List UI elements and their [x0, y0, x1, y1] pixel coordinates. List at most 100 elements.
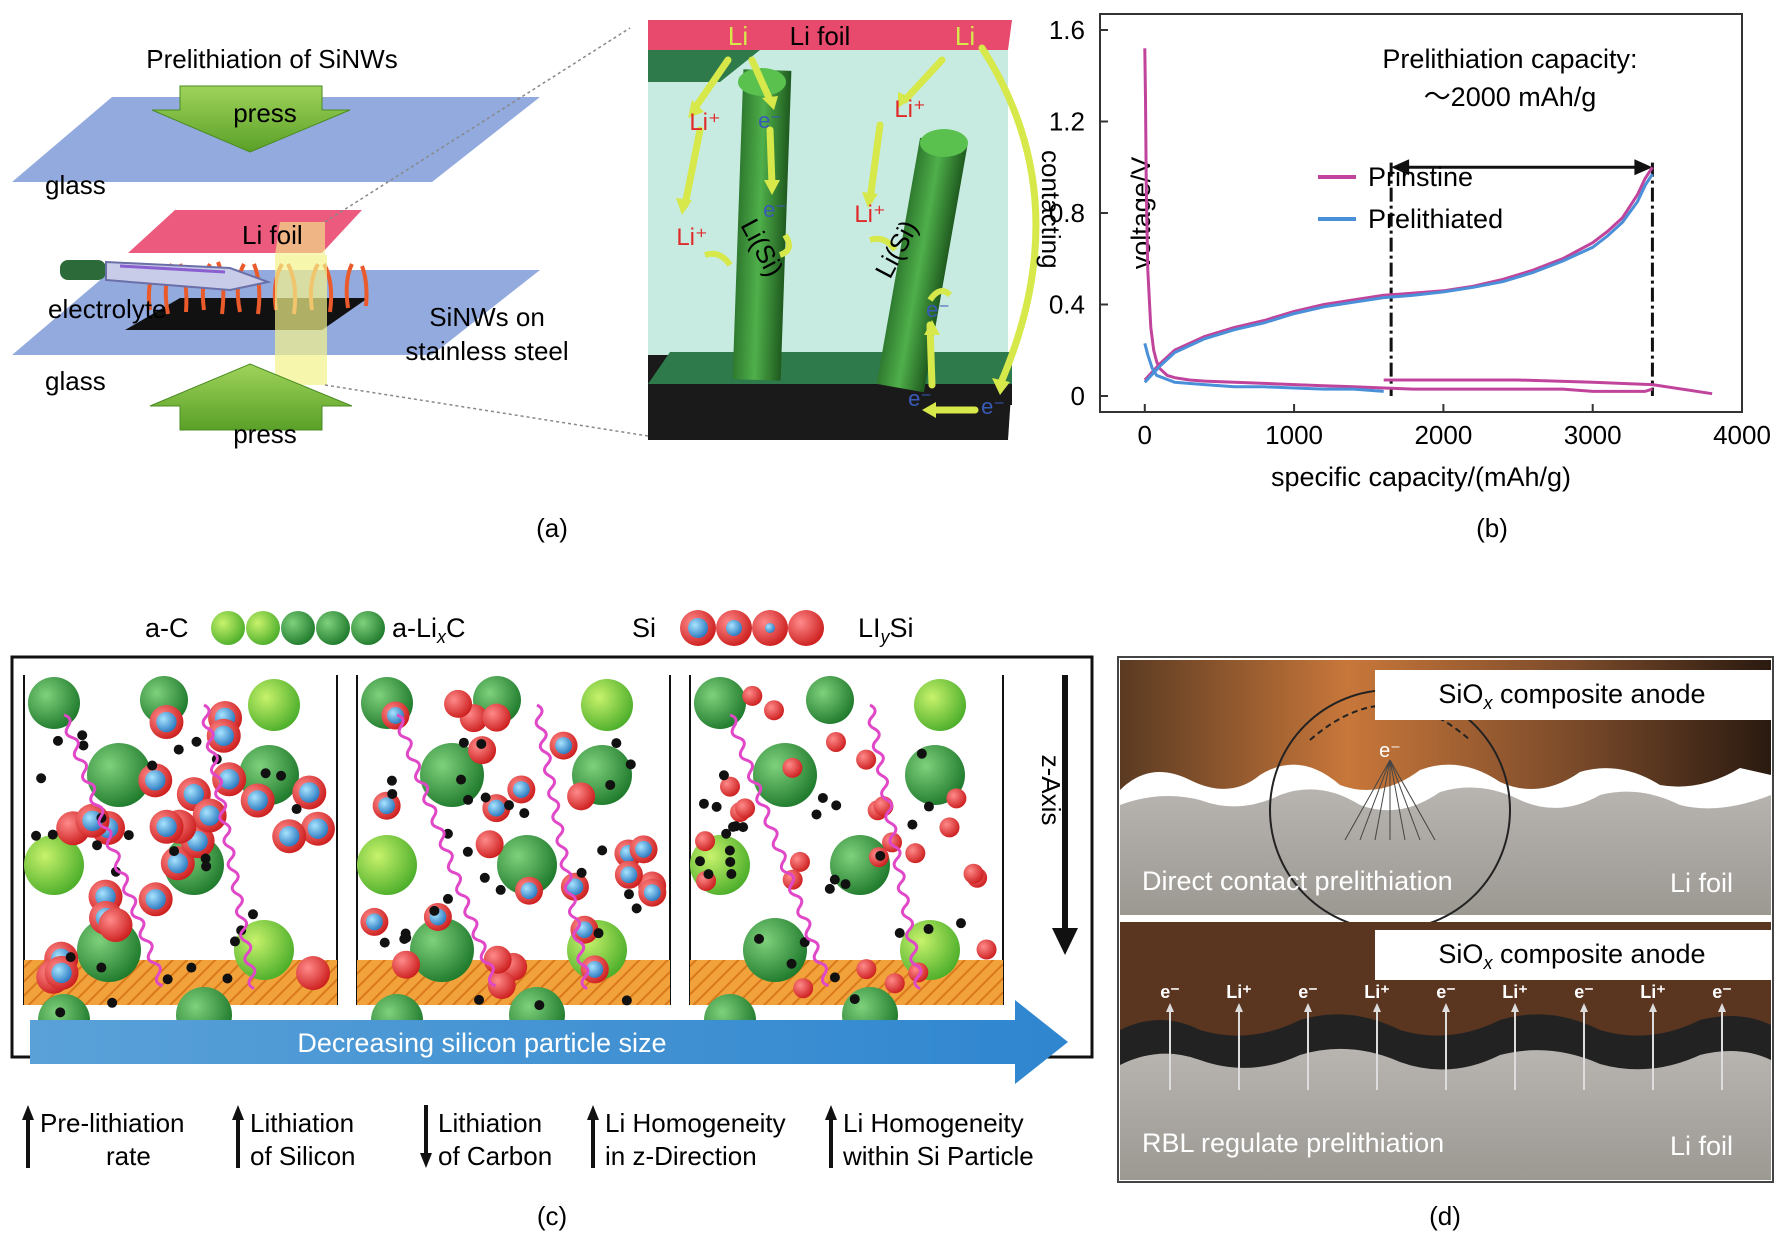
panel-a: Prelithiation of SiNWs press glass Li fo…	[12, 20, 1066, 543]
rbl-carrier-head	[1373, 1003, 1381, 1012]
direct-contact-label: Direct contact prelithiation	[1142, 866, 1453, 896]
series-prelithiated-line	[1143, 173, 1654, 384]
electron-4: e⁻	[908, 386, 932, 411]
x-tick-label: 2000	[1414, 420, 1472, 450]
sinws-label-2: stainless steel	[405, 336, 568, 366]
rbl-carrier-head	[1166, 1003, 1174, 1012]
legend-ac-label: a-C	[145, 613, 189, 643]
particle-box-2	[356, 675, 671, 1046]
x-axis-label: specific capacity/(mAh/g)	[1271, 462, 1571, 492]
series-prinstine-line	[1143, 48, 1653, 393]
rbl-carrier-head	[1580, 1003, 1588, 1012]
rbl-carrier-head	[1304, 1003, 1312, 1012]
panel-c-caption: (c)	[537, 1201, 567, 1231]
y-tick-label: 1.6	[1049, 15, 1085, 45]
zoom-line-top	[324, 27, 631, 223]
trend-label-line2: rate	[106, 1141, 151, 1171]
electrolyte-label: electrolyte	[48, 294, 167, 324]
trend-label-line2: of Silicon	[250, 1141, 356, 1171]
bottom-anode-label: SiOx composite anode	[1438, 939, 1705, 973]
decreasing-arrow	[30, 1000, 1068, 1084]
press-top-label: press	[233, 98, 297, 128]
top-li-foil-label: Li foil	[1670, 868, 1733, 898]
bottom-li-foil-label: Li foil	[1670, 1131, 1733, 1161]
particle-box-3	[689, 675, 1004, 1046]
rbl-carrier-head	[1649, 1003, 1657, 1012]
rbl-carrier-label: e⁻	[1160, 982, 1180, 1002]
rbl-carrier-head	[1235, 1003, 1243, 1012]
y-axis-label: voltage/V	[1126, 157, 1156, 270]
legend-liysi-label: LIySi	[858, 613, 914, 647]
legend-si-label: Si	[632, 613, 656, 643]
electrolyte-dropper	[60, 260, 272, 292]
electron-2: e⁻	[763, 197, 787, 222]
trend-label-line1: Lithiation	[438, 1108, 542, 1138]
panel-a-title: Prelithiation of SiNWs	[146, 44, 397, 74]
y-tick-label: 0	[1071, 381, 1085, 411]
capacity-arrow-head-left	[1391, 159, 1410, 176]
electron-3: e⁻	[926, 297, 950, 322]
electron-1: e⁻	[758, 108, 782, 133]
trend-up-head	[22, 1105, 34, 1120]
glass-bottom-label: glass	[45, 366, 106, 396]
panel-d-caption: (d)	[1429, 1201, 1461, 1231]
contacting-label: contacting	[1036, 150, 1066, 269]
legend-si-spheres	[680, 610, 824, 646]
x-tick-label: 0	[1138, 420, 1152, 450]
li-ion-3: Li⁺	[894, 96, 925, 123]
rbl-carrier-label: e⁻	[1436, 982, 1456, 1002]
trend-up-head	[587, 1105, 599, 1120]
rbl-arrows: e⁻Li⁺e⁻Li⁺e⁻Li⁺e⁻Li⁺e⁻	[1160, 982, 1732, 1090]
trend-label-line1: Pre-lithiation	[40, 1108, 185, 1138]
rbl-label: RBL regulate prelithiation	[1142, 1128, 1444, 1158]
li-right-label: Li	[955, 21, 975, 51]
legend-label: Prinstine	[1368, 162, 1473, 192]
zoom-line-bottom	[324, 384, 649, 437]
rbl-carrier-label: Li⁺	[1364, 982, 1390, 1002]
top-anode-label: SiOx composite anode	[1438, 679, 1705, 713]
trend-up-head	[232, 1105, 244, 1120]
panel-b-caption: (b)	[1476, 513, 1508, 543]
trend-label-line2: within Si Particle	[842, 1141, 1034, 1171]
glass-top-label: glass	[45, 170, 106, 200]
trend-label-line2: in z-Direction	[605, 1141, 757, 1171]
zoom-box: Li foil Li Li Li⁺ Li⁺ Li⁺ Li⁺ e⁻ e⁻ e⁻ e…	[648, 20, 1066, 440]
trend-label-line1: Li Homogeneity	[605, 1108, 786, 1138]
y-tick-label: 0.8	[1049, 198, 1085, 228]
press-top-arrow	[151, 85, 351, 153]
series-prelithiated-line	[1143, 343, 1384, 393]
rbl-carrier-label: Li⁺	[1640, 982, 1666, 1002]
x-tick-label: 1000	[1265, 420, 1323, 450]
panel-d-top: SiOx composite anode e⁻ Direct contact p…	[1120, 660, 1771, 931]
panel-d: SiOx composite anode e⁻ Direct contact p…	[1117, 656, 1774, 1231]
rbl-carrier-head	[1442, 1003, 1450, 1012]
press-bottom-label: press	[233, 419, 297, 449]
z-axis-head	[1052, 928, 1078, 955]
legend-ac-spheres	[211, 611, 385, 645]
panel-a-caption: (a)	[536, 513, 568, 543]
rbl-carrier-head	[1511, 1003, 1519, 1012]
li-ion-1: Li⁺	[689, 109, 720, 136]
li-ion-2: Li⁺	[676, 224, 707, 251]
z-axis-label: z-Axis	[1036, 755, 1066, 826]
rbl-carrier-head	[1718, 1003, 1726, 1012]
series-prinstine-line	[1143, 166, 1654, 382]
x-tick-label: 3000	[1564, 420, 1622, 450]
annotation-line1: Prelithiation capacity:	[1382, 44, 1637, 74]
press-bottom-arrow	[149, 363, 353, 431]
rbl-carrier-label: e⁻	[1298, 982, 1318, 1002]
sinws-label-1: SiNWs on	[429, 302, 545, 332]
trend-label-line1: Lithiation	[250, 1108, 354, 1138]
legend-label: Prelithiated	[1368, 204, 1503, 234]
rbl-carrier-label: Li⁺	[1502, 982, 1528, 1002]
decreasing-arrow-label: Decreasing silicon particle size	[297, 1028, 666, 1058]
rbl-carrier-label: Li⁺	[1226, 982, 1252, 1002]
li-foil-label: Li foil	[242, 220, 303, 250]
rbl-carrier-label: e⁻	[1712, 982, 1732, 1002]
